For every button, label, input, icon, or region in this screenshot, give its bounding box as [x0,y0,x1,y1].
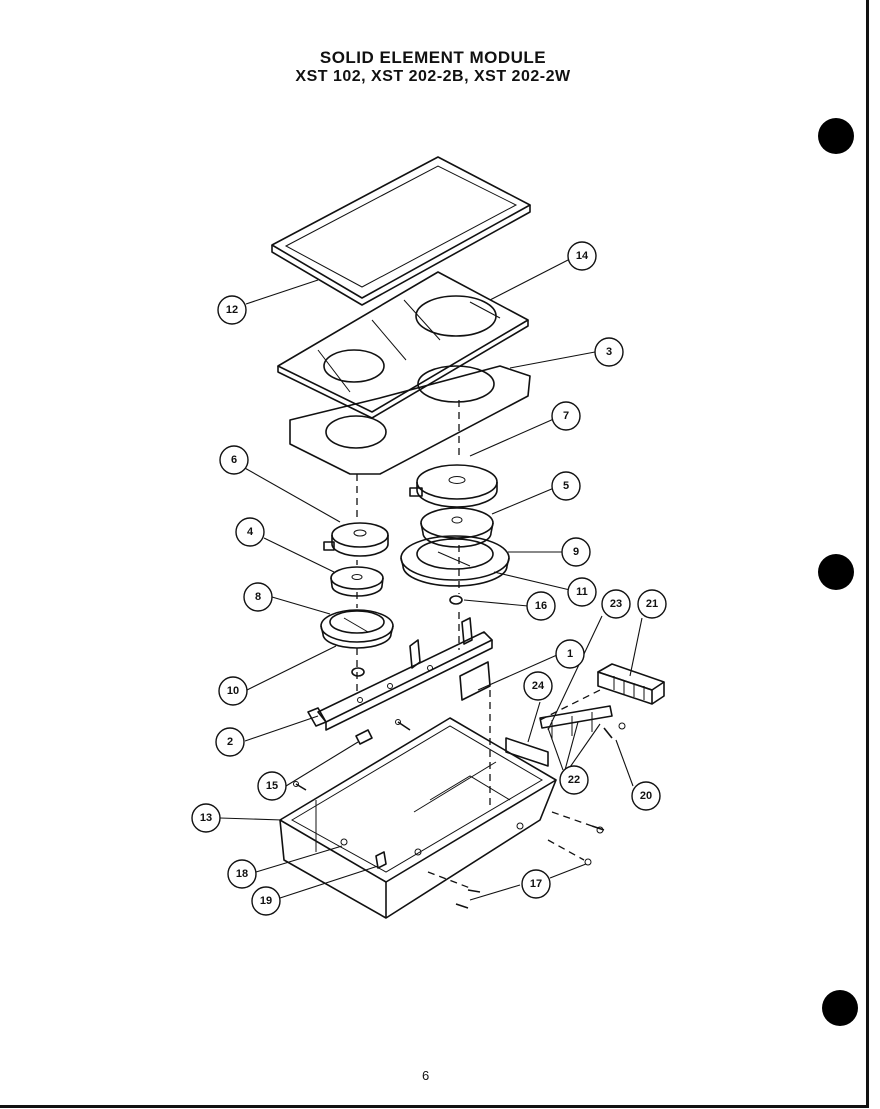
diagram-model-numbers: XST 102, XST 202-2B, XST 202-2W [295,68,571,85]
callout-1: 1 [555,639,585,669]
diagram-title: SOLID ELEMENT MODULE [319,48,547,67]
right-element-ring [420,507,494,548]
punch-hole [822,990,858,1026]
callout-23: 23 [601,589,631,619]
trim-frame [271,156,531,306]
right-heating-element [409,464,498,508]
svg-text:11: 11 [576,586,588,598]
svg-text:10: 10 [227,685,239,697]
callout-2: 2 [215,727,245,757]
screws [293,719,626,909]
callout-6: 6 [219,445,249,475]
svg-text:22: 22 [568,774,580,786]
callout-10: 10 [218,676,248,706]
callout-16: 16 [526,591,556,621]
svg-text:2: 2 [227,736,233,748]
callout-17: 17 [521,869,551,899]
svg-text:18: 18 [236,868,248,880]
washer [449,595,463,605]
svg-text:15: 15 [266,780,278,792]
callout-22: 22 [559,765,589,795]
svg-text:1: 1 [567,648,573,660]
svg-text:6: 6 [231,454,237,466]
svg-text:23: 23 [610,598,622,610]
callout-12: 12 [217,295,247,325]
callout-7: 7 [551,401,581,431]
svg-text:20: 20 [640,790,652,802]
punch-hole [818,118,854,154]
side-strip [505,737,549,767]
svg-text:16: 16 [535,600,547,612]
svg-text:4: 4 [247,526,254,538]
svg-text:3: 3 [606,346,612,358]
svg-text:19: 19 [260,895,272,907]
callout-15: 15 [257,771,287,801]
punch-hole [818,554,854,590]
callout-5: 5 [551,471,581,501]
left-element-ring [330,566,384,597]
callout-18: 18 [227,859,257,889]
callout-19: 19 [251,886,281,916]
page-number: 6 [422,1068,430,1083]
callout-14: 14 [567,241,597,271]
leader-lines [219,259,643,901]
svg-text:12: 12 [226,304,238,316]
callout-8: 8 [243,582,273,612]
callout-24: 24 [523,671,553,701]
terminal-clips [539,705,613,740]
callout-9: 9 [561,537,591,567]
left-heating-element [323,522,389,557]
svg-text:5: 5 [563,480,569,492]
callout-20: 20 [631,781,661,811]
svg-text:13: 13 [200,812,212,824]
svg-text:7: 7 [563,410,569,422]
module-housing-box [279,717,557,919]
left-element-housing [320,609,394,649]
svg-text:17: 17 [530,878,542,890]
callout-4: 4 [235,517,265,547]
mounting-bracket [307,617,493,745]
terminal-block [597,663,665,705]
svg-text:8: 8 [255,591,261,603]
callout-21: 21 [637,589,667,619]
glass-cooktop [277,271,529,419]
svg-text:21: 21 [646,598,658,610]
callout-11: 11 [567,577,597,607]
svg-text:14: 14 [576,250,589,262]
washer [351,667,365,677]
base-plate [289,365,531,475]
right-element-housing [400,535,510,587]
svg-text:24: 24 [532,680,545,692]
callout-3: 3 [594,337,624,367]
callout-13: 13 [191,803,221,833]
svg-text:9: 9 [573,546,579,558]
